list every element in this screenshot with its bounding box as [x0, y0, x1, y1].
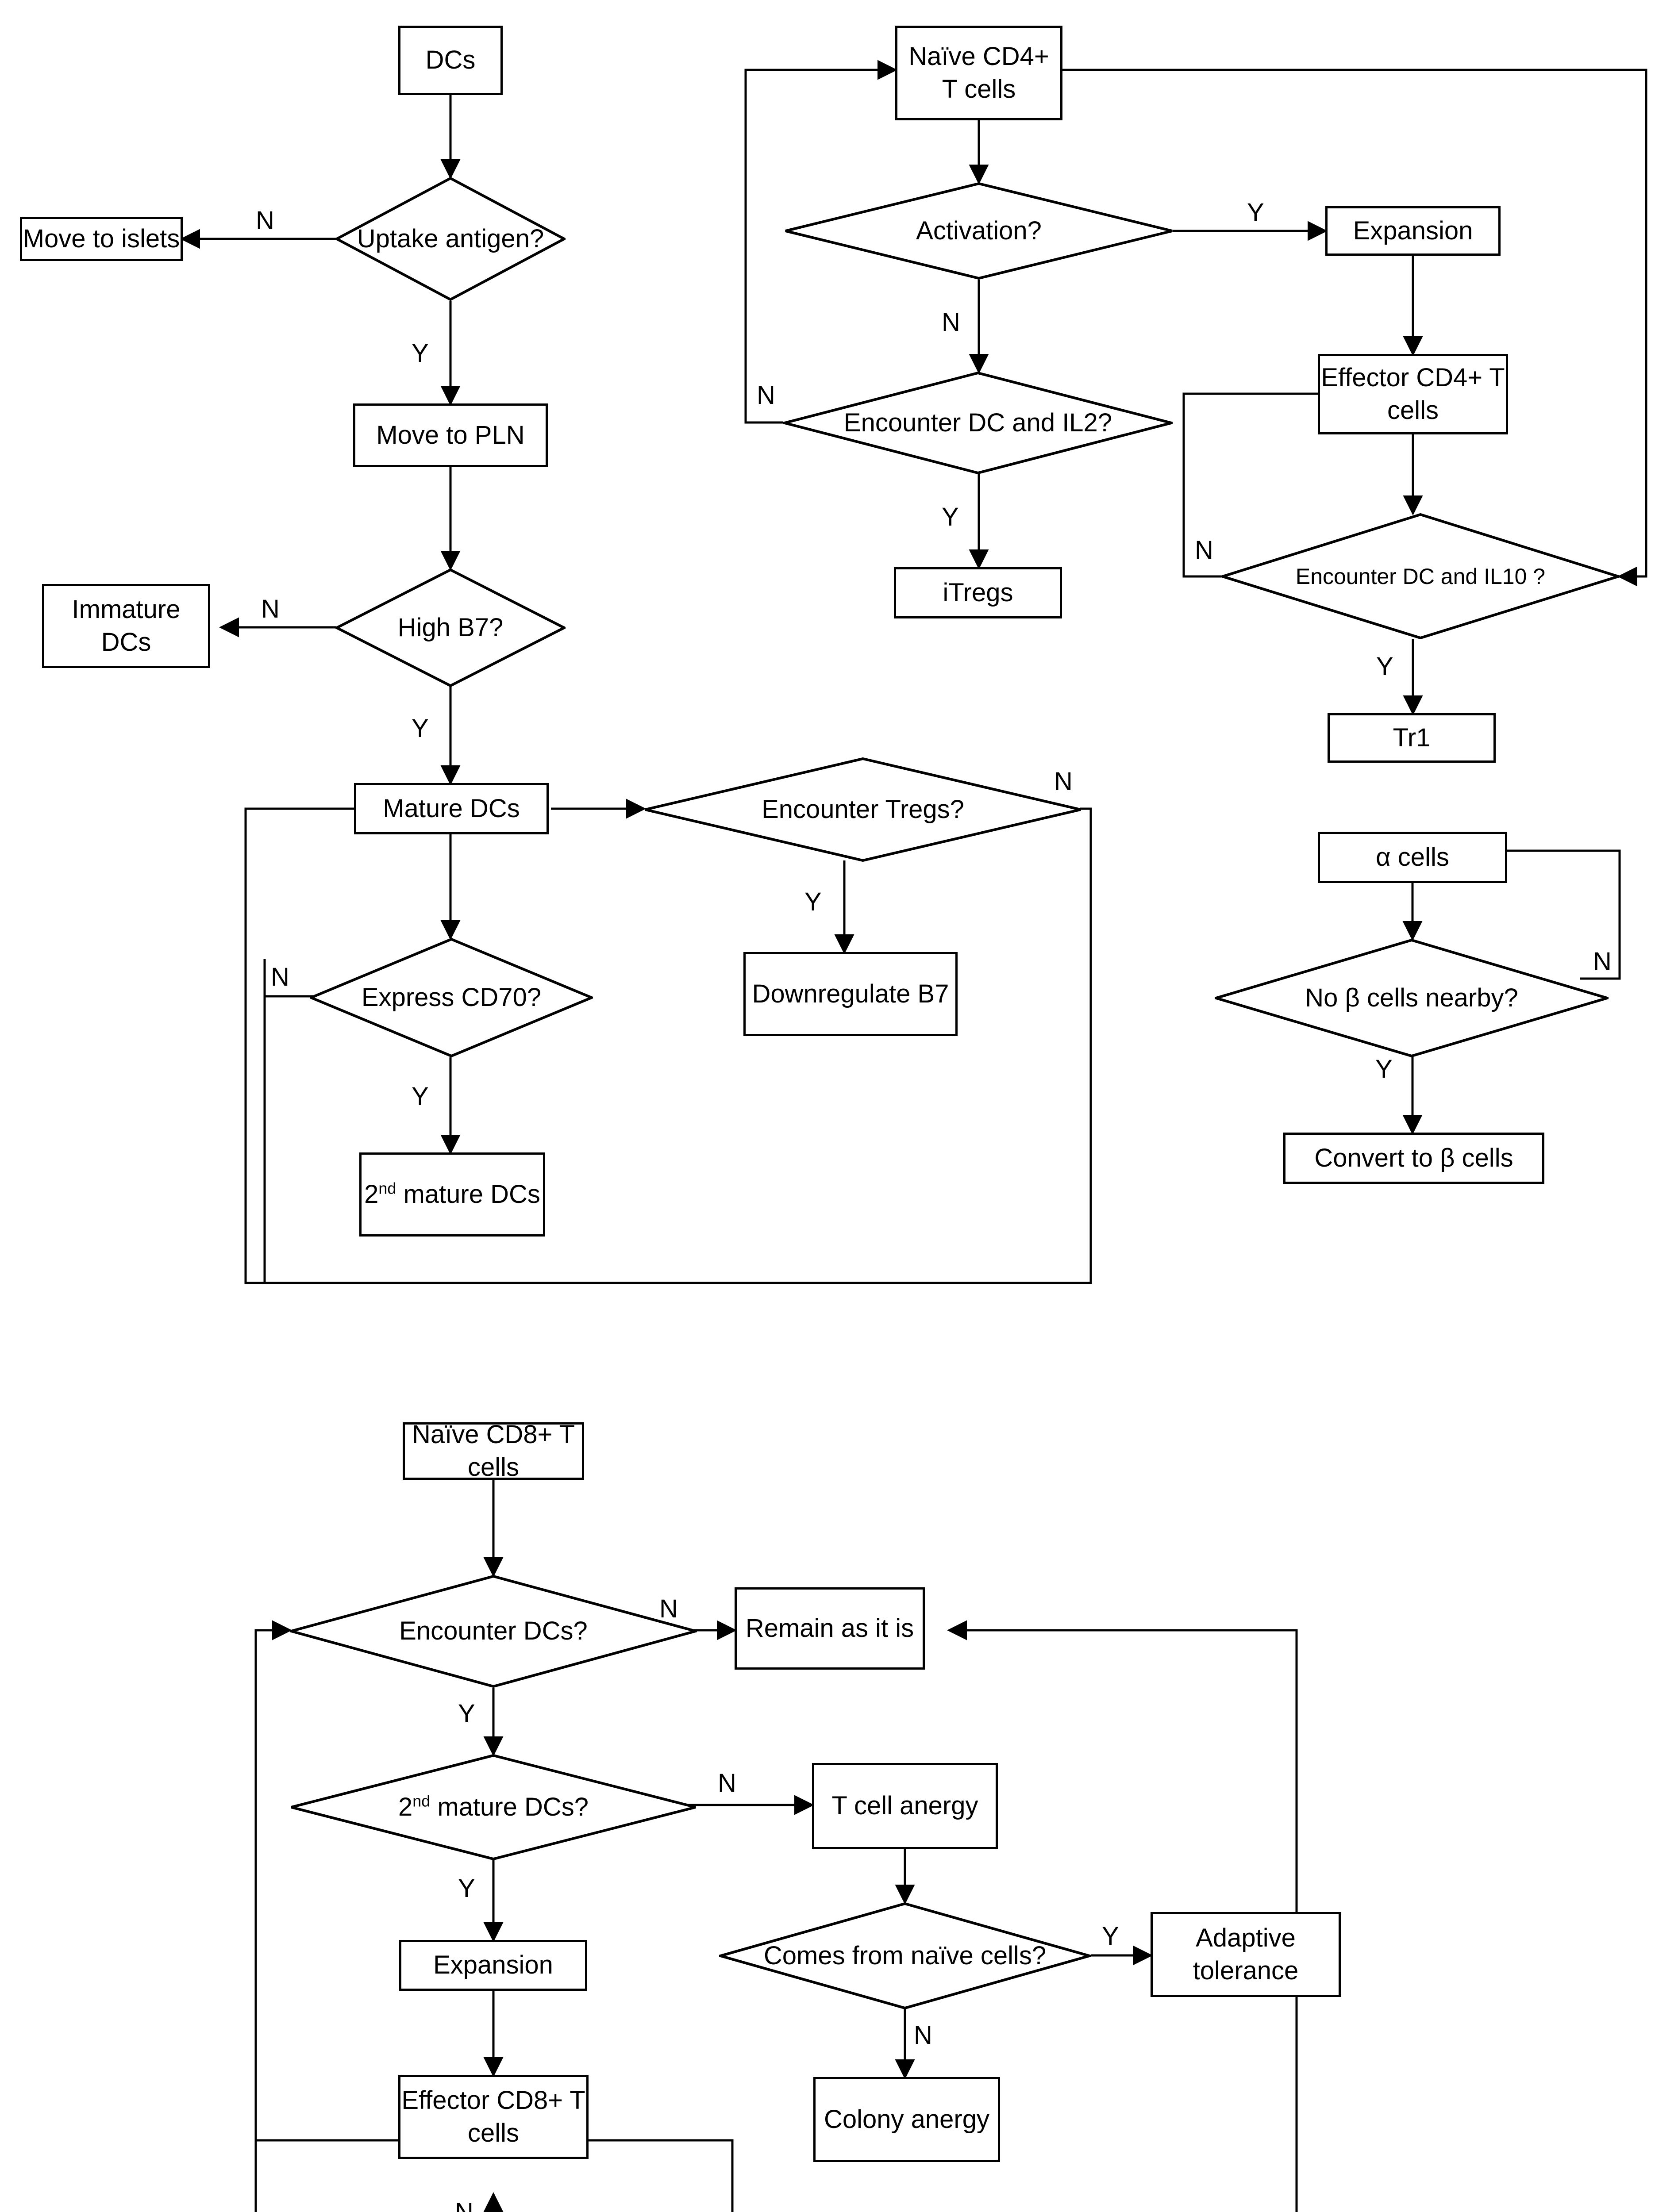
edge-label-comes-naive-no: N: [914, 2021, 932, 2050]
node-effector-cd4-t-cells[interactable]: Effector CD4+ T cells: [1318, 354, 1508, 434]
edge-label-il10-yes: Y: [1376, 652, 1393, 681]
node-dcs-label: DCs: [425, 46, 476, 75]
node-activation[interactable]: Activation?: [784, 182, 1174, 280]
node-comes-from-naive-cells[interactable]: Comes from naïve cells?: [719, 1902, 1091, 2009]
node-remain-as-it-is-label: Remain as it is: [745, 1613, 914, 1643]
node-naive-cd8-t-cells[interactable]: Naïve CD8+ T cells: [403, 1420, 584, 1482]
edge-label-il10-no: N: [1195, 536, 1213, 565]
node-alpha-cells-label: α cells: [1376, 842, 1449, 872]
node-effector-cd8-t-cells[interactable]: Effector CD8+ T cells: [398, 2075, 589, 2159]
edge-label-encounter-dcs-yes: Y: [458, 1699, 475, 1728]
edge-label-highb7-no: N: [261, 595, 280, 623]
node-convert-to-beta-cells-label: Convert to β cells: [1314, 1143, 1513, 1172]
node-move-to-islets[interactable]: Move to islets: [20, 217, 183, 261]
node-downregulate-b7-label: Downregulate B7: [752, 979, 949, 1008]
node-itregs-label: iTregs: [943, 578, 1013, 607]
node-encounter-dc-il2[interactable]: Encounter DC and IL2?: [783, 372, 1173, 474]
node-tr1[interactable]: Tr1: [1328, 713, 1496, 763]
node-adaptive-tolerance[interactable]: Adaptive tolerance: [1151, 1912, 1341, 1997]
edge-label-encounter-dcs-no: N: [659, 1594, 678, 1623]
node-immature-dcs[interactable]: Immature DCs: [42, 584, 210, 668]
edge-label-encounter-tregs-no: N: [1054, 767, 1073, 796]
edge-label-il2-yes: Y: [942, 503, 959, 531]
node-naive-cd4-t-cells[interactable]: Naïve CD4+ T cells: [895, 26, 1062, 120]
node-encounter-dc-il10[interactable]: Encounter DC and IL10 ?: [1221, 513, 1620, 639]
edge-label-cd70-no: N: [271, 963, 289, 991]
node-encounter-tregs[interactable]: Encounter Tregs?: [644, 757, 1082, 862]
node-downregulate-b7[interactable]: Downregulate B7: [743, 952, 958, 1036]
node-move-to-islets-label: Move to islets: [23, 224, 180, 253]
node-expansion-cd8[interactable]: Expansion: [399, 1940, 587, 1991]
edge-label-uptake-yes: Y: [412, 339, 429, 368]
edge-label-encounter-tregs-yes: Y: [804, 887, 822, 916]
edge-label-uptake-no: N: [256, 206, 274, 235]
node-no-beta-cells-nearby[interactable]: No β cells nearby?: [1215, 939, 1609, 1057]
node-adaptive-tolerance-label: Adaptive tolerance: [1193, 1923, 1299, 1985]
node-expansion-cd8-label: Expansion: [433, 1951, 553, 1980]
node-naive-cd8-t-cells-label: Naïve CD8+ T cells: [412, 1420, 575, 1482]
node-effector-cd4-t-cells-label: Effector CD4+ T cells: [1321, 363, 1505, 425]
edge-label-comes-naive-yes: Y: [1102, 1922, 1119, 1951]
node-move-to-pln-label: Move to PLN: [376, 420, 525, 449]
edge-label-nobeta-no: N: [1593, 947, 1612, 976]
node-second-mature-dcs-question[interactable]: 2nd mature DCs?: [290, 1754, 697, 1860]
edge-label-2nd-mature-no: N: [718, 1769, 736, 1797]
node-encounter-dcs[interactable]: Encounter DCs?: [290, 1575, 697, 1688]
edge-label-cd70-yes: Y: [412, 1082, 429, 1111]
node-colony-anergy[interactable]: Colony anergy: [813, 2077, 1000, 2162]
node-alpha-cells[interactable]: α cells: [1318, 832, 1507, 883]
node-t-cell-anergy[interactable]: T cell anergy: [812, 1763, 998, 1849]
node-dcs[interactable]: DCs: [398, 26, 503, 95]
edge-label-nobeta-yes: Y: [1375, 1055, 1393, 1083]
node-tr1-label: Tr1: [1393, 723, 1431, 752]
node-t-cell-anergy-label: T cell anergy: [831, 1791, 978, 1820]
edge-label-il2-no: N: [757, 381, 775, 410]
node-colony-anergy-label: Colony anergy: [824, 2104, 989, 2134]
node-effector-cd8-t-cells-label: Effector CD8+ T cells: [401, 2085, 585, 2147]
node-expansion-cd4[interactable]: Expansion: [1325, 206, 1501, 256]
node-mature-dcs[interactable]: Mature DCs: [354, 783, 549, 834]
node-naive-cd4-t-cells-label: Naïve CD4+ T cells: [908, 42, 1049, 104]
edge-label-divisions-no: N: [455, 2200, 473, 2212]
node-expansion-cd4-label: Expansion: [1353, 216, 1473, 245]
node-high-b7[interactable]: High B7?: [335, 568, 566, 687]
node-second-mature-dcs[interactable]: 2nd mature DCs: [359, 1152, 545, 1237]
node-express-cd70[interactable]: Express CD70?: [310, 938, 593, 1057]
node-immature-dcs-label: Immature DCs: [72, 595, 181, 657]
node-move-to-pln[interactable]: Move to PLN: [353, 403, 548, 467]
edge-label-activation-no: N: [942, 308, 960, 337]
edge-label-activation-yes: Y: [1247, 198, 1264, 227]
node-convert-to-beta-cells[interactable]: Convert to β cells: [1283, 1133, 1544, 1184]
node-second-mature-dcs-label: 2nd mature DCs: [364, 1179, 540, 1209]
node-mature-dcs-label: Mature DCs: [383, 794, 520, 823]
edge-label-2nd-mature-yes: Y: [458, 1874, 475, 1903]
node-uptake-antigen[interactable]: Uptake antigen?: [335, 177, 566, 301]
edge-label-highb7-yes: Y: [412, 714, 429, 743]
node-remain-as-it-is[interactable]: Remain as it is: [735, 1587, 925, 1670]
node-itregs[interactable]: iTregs: [894, 567, 1062, 618]
